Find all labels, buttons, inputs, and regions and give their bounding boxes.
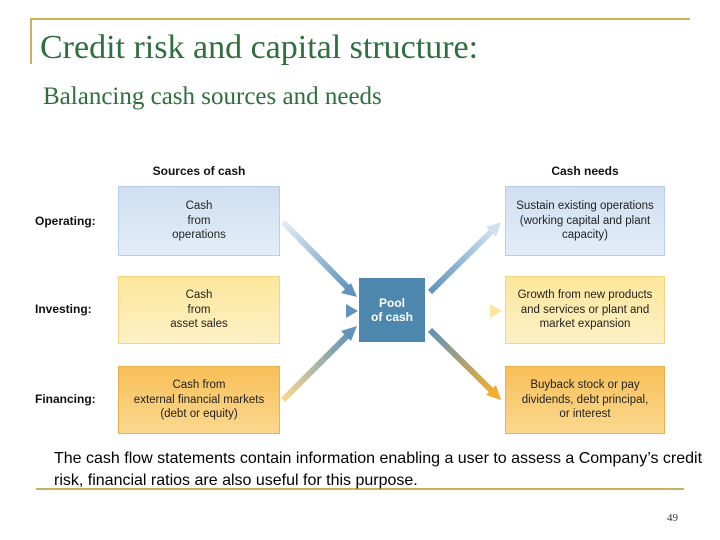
need-box-investing: Growth from new products and services or…	[505, 276, 665, 344]
slide-caption: The cash flow statements contain informa…	[54, 450, 703, 489]
arrowhead-pool-to-financing	[486, 385, 501, 400]
slide-title: Credit risk and capital structure:	[40, 29, 479, 66]
top-rule	[30, 18, 690, 20]
row-label-financing: Financing:	[35, 392, 96, 406]
arrowhead-pool-to-operating	[486, 222, 501, 237]
source-box-operating: Cash from operations	[118, 186, 280, 256]
pool-of-cash: Pool of cash	[359, 278, 425, 342]
source-box-financing: Cash from external financial markets (de…	[118, 366, 280, 434]
sources-header: Sources of cash	[152, 164, 246, 178]
arrow-financing-to-pool	[280, 330, 353, 403]
arrow-pool-to-operating	[427, 227, 496, 295]
row-label-operating: Operating:	[35, 214, 96, 228]
page-number: 49	[667, 512, 678, 524]
need-box-operating: Sustain existing operations (working cap…	[505, 186, 665, 256]
bottom-rule	[36, 488, 684, 490]
row-label-investing: Investing:	[35, 302, 92, 316]
source-box-investing: Cash from asset sales	[118, 276, 280, 344]
slide-subtitle: Balancing cash sources and needs	[43, 83, 382, 110]
arrow-operating-to-pool	[280, 219, 353, 293]
left-rule	[30, 18, 32, 64]
arrowhead-operating-to-pool	[341, 283, 357, 297]
arrowhead-financing-to-pool	[341, 326, 357, 341]
arrow-pool-to-financing	[427, 327, 496, 395]
need-box-financing: Buyback stock or pay dividends, debt pri…	[505, 366, 665, 434]
arrowhead-investing-to-pool	[346, 304, 358, 318]
needs-header: Cash needs	[551, 164, 619, 178]
arrowhead-pool-to-investing	[490, 304, 502, 318]
